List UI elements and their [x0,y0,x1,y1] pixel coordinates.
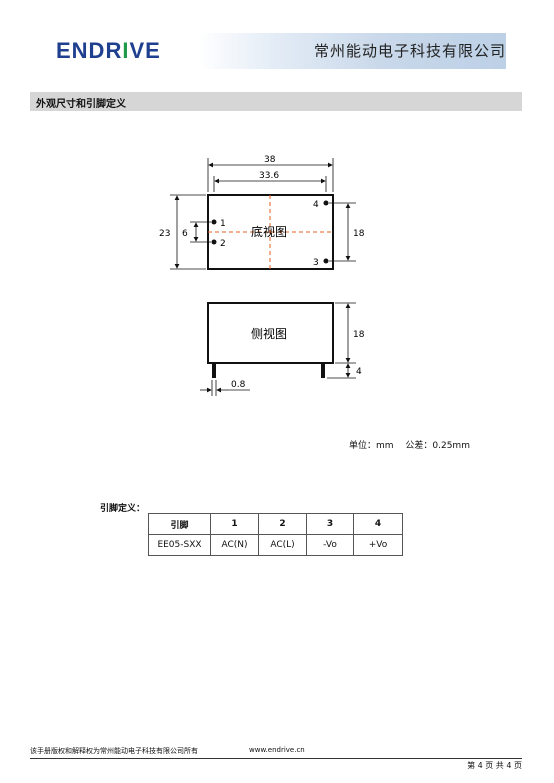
header-cell: 1 [210,513,259,535]
table-cell: AC(N) [210,534,259,556]
table-cell: -Vo [306,534,354,556]
footer-divider [30,758,522,759]
left-pin [212,363,216,378]
units-note: 单位：mm 公差：0.25mm [349,441,470,451]
pin-table-header: 引脚 1 2 3 4 [148,513,403,535]
pin-1-dot [211,219,217,225]
table-row: EE05-SXX AC(N) AC(L) -Vo +Vo [148,534,403,556]
side-view-label: 侧视图 [251,326,287,341]
header-banner [198,33,506,69]
pin-2-dot [211,239,217,245]
table-cell: +Vo [353,534,403,556]
pin-1-label: 1 [220,219,226,229]
side-view: 侧视图 18 4 0.8 [200,302,365,396]
header-cell: 2 [258,513,307,535]
pin-3-label: 3 [313,258,319,268]
right-pin [321,363,325,378]
dim-pin-width: 0.8 [231,380,246,390]
dim-pin-gap: 6 [182,229,188,239]
table-cell: EE05-SXX [148,534,211,556]
brand-logo: ENDRIVE [56,38,161,63]
footer-page-number: 第 4 页 共 4 页 [467,761,522,770]
pin-2-label: 2 [220,239,226,249]
side-view-body [207,302,334,364]
header-cell: 引脚 [148,513,211,535]
table-cell: AC(L) [258,534,307,556]
dim-total-width: 38 [264,155,276,165]
dim-right: 18 [353,229,365,239]
dim-side-height: 18 [353,330,365,340]
header-cell: 3 [306,513,354,535]
footer-copyright: 该手册版权和解释权为常州能动电子科技有限公司所有 [30,747,198,755]
section-title: 外观尺寸和引脚定义 [36,99,126,110]
pin-4-label: 4 [313,200,319,210]
company-name: 常州能动电子科技有限公司 [313,42,506,60]
header-cell: 4 [353,513,403,535]
dim-height: 23 [159,229,170,239]
pin-3-dot [323,258,329,264]
pin-definition-title: 引脚定义： [100,504,146,514]
pin-table: 引脚 1 2 3 4 EE05-SXX AC(N) AC(L) -Vo +Vo [148,513,403,556]
pin-4-dot [323,200,329,206]
section-bar [30,92,522,111]
footer-website[interactable]: www.endrive.cn [249,746,305,754]
bottom-view: 1 2 3 4 底视图 38 33.6 23 6 18 [159,155,365,270]
bottom-view-label: 底视图 [251,224,287,239]
dim-pin-length: 4 [356,367,362,377]
dim-pin-spacing: 33.6 [259,171,279,181]
